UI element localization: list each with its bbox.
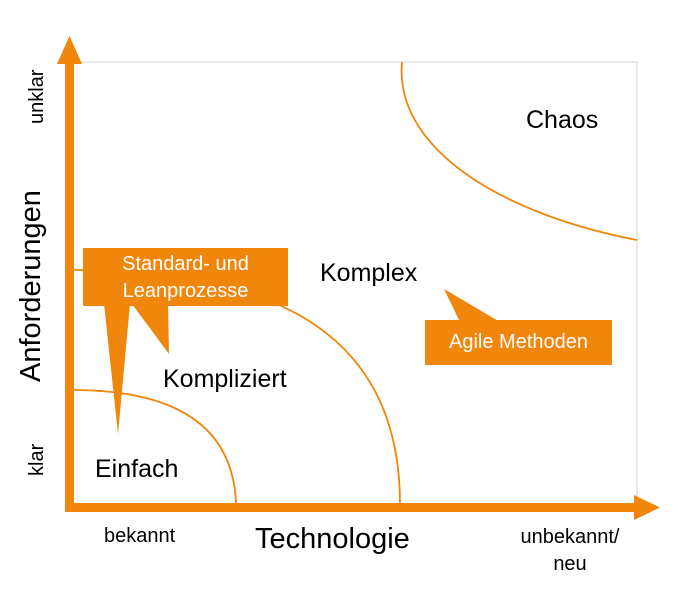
y-axis-low-label: klar (26, 443, 48, 476)
callout-standard-text: Standard- und Leanprozesse (83, 251, 288, 305)
region-label-komplex: Komplex (320, 259, 418, 287)
x-axis-arrowhead (634, 495, 660, 520)
y-axis-arrowhead (57, 36, 82, 64)
x-axis-title: Technologie (255, 523, 410, 555)
callout-standard-line2: Leanprozesse (122, 280, 249, 302)
y-axis-title: Anforderungen (15, 190, 47, 382)
x-axis-low-label: bekannt (104, 525, 176, 547)
x-axis-line (65, 503, 640, 512)
boundary-chaos (400, 61, 638, 241)
y-axis-line (65, 60, 74, 512)
region-label-kompliziert: Kompliziert (163, 365, 287, 393)
callout-agile-shape (425, 289, 612, 365)
x-axis-high-label: unbekannt/ neu (500, 524, 640, 578)
callout-standard-shape (83, 248, 288, 434)
region-label-chaos: Chaos (526, 106, 599, 134)
callout-standard-line1: Standard- und (122, 253, 249, 275)
callout-agile-text: Agile Methoden (449, 331, 588, 353)
x-axis-high-line1: unbekannt/ (520, 526, 620, 548)
x-axis-high-line2: neu (553, 553, 587, 575)
region-label-einfach: Einfach (95, 455, 179, 483)
boundary-simple (71, 389, 237, 505)
y-axis-high-label: unklar (26, 69, 48, 124)
